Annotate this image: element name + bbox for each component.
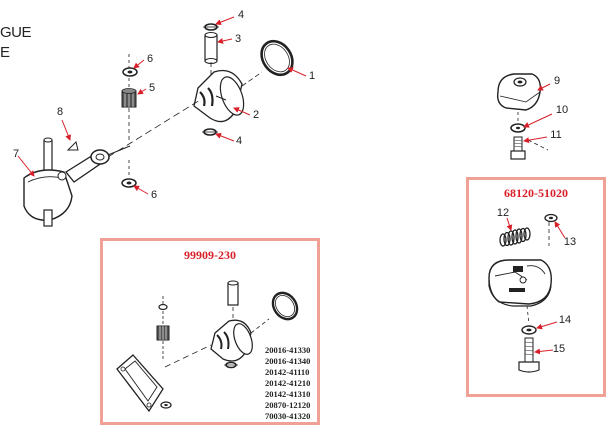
piston-kit-title: 99909-230 bbox=[184, 248, 236, 262]
clutch-bracket-icon bbox=[496, 73, 542, 111]
part-number: 20016-41330 bbox=[265, 345, 311, 355]
kit-piston-icon bbox=[210, 319, 253, 362]
part-number: 20142-41310 bbox=[265, 389, 311, 399]
callout-14: 14 bbox=[558, 314, 572, 326]
part-number: 20870-12120 bbox=[265, 400, 311, 410]
kit-washer-bottom-icon bbox=[160, 401, 172, 409]
clutch-kit-drawing bbox=[488, 213, 566, 373]
piston-kit-part-numbers: 20016-41330 20016-41340 20142-41110 2014… bbox=[265, 345, 310, 422]
callout-5: 5 bbox=[148, 82, 156, 94]
corner-text-line-1: GUE bbox=[0, 24, 32, 41]
callout-13: 13 bbox=[563, 236, 577, 248]
piston-pin-icon bbox=[204, 32, 218, 64]
kit-washer-top-icon bbox=[158, 303, 168, 311]
clutch-washer-top-icon bbox=[544, 213, 558, 223]
circlip-top-icon bbox=[203, 23, 219, 31]
callout-15: 15 bbox=[552, 343, 566, 355]
callout-2: 2 bbox=[252, 109, 260, 121]
callout-7: 7 bbox=[12, 148, 20, 160]
callout-arrows bbox=[17, 16, 553, 195]
washer-top-icon bbox=[122, 67, 138, 77]
washer-bottom-icon bbox=[121, 178, 137, 188]
part-number: 20142-41110 bbox=[265, 367, 310, 377]
callout-6-bottom: 6 bbox=[150, 189, 158, 201]
callout-12: 12 bbox=[496, 207, 510, 219]
piston-icon bbox=[193, 69, 245, 123]
piston-kit-box: 99909-230 bbox=[100, 238, 320, 425]
part-number: 20016-41340 bbox=[265, 356, 311, 366]
callout-11: 11 bbox=[550, 129, 562, 141]
crankshaft-icon bbox=[23, 137, 73, 227]
callout-4-bottom: 4 bbox=[235, 135, 243, 147]
kit-piston-pin-icon bbox=[227, 280, 239, 306]
callout-6-top: 6 bbox=[146, 53, 154, 65]
clutch-spring-icon bbox=[499, 227, 531, 247]
kit-needle-bearing-icon bbox=[156, 325, 170, 341]
part-number: 20142-41210 bbox=[265, 378, 311, 388]
callout-8: 8 bbox=[56, 106, 64, 118]
bracket-washer-icon bbox=[510, 123, 526, 133]
callout-1: 1 bbox=[308, 70, 316, 82]
callout-3: 3 bbox=[234, 33, 242, 45]
kit-circlip-icon bbox=[224, 361, 238, 369]
callout-9: 9 bbox=[553, 75, 561, 87]
callout-10: 10 bbox=[555, 104, 569, 116]
kit-gasket-icon bbox=[116, 354, 164, 413]
bracket-bolt-icon bbox=[510, 136, 526, 160]
clutch-bolt-icon bbox=[518, 337, 540, 373]
clutch-kit-title: 68120-51020 bbox=[504, 186, 568, 200]
piston-ring-icon bbox=[260, 39, 294, 77]
needle-bearing-icon bbox=[121, 88, 137, 108]
clutch-washer-bottom-icon bbox=[521, 325, 537, 335]
circlip-bottom-icon bbox=[202, 128, 218, 136]
corner-text-line-2: E bbox=[0, 44, 10, 61]
woodruff-key-icon bbox=[66, 141, 79, 151]
piston-kit-drawing bbox=[116, 280, 299, 413]
clutch-kit-box: 68120-51020 bbox=[466, 177, 606, 397]
connecting-rod-icon bbox=[65, 145, 131, 183]
callout-4-top: 4 bbox=[237, 9, 245, 21]
clutch-shoe-icon bbox=[488, 259, 552, 307]
part-number: 70030-41320 bbox=[265, 411, 311, 421]
kit-piston-ring-icon bbox=[271, 291, 299, 321]
clutch-callout-arrows bbox=[506, 217, 566, 355]
